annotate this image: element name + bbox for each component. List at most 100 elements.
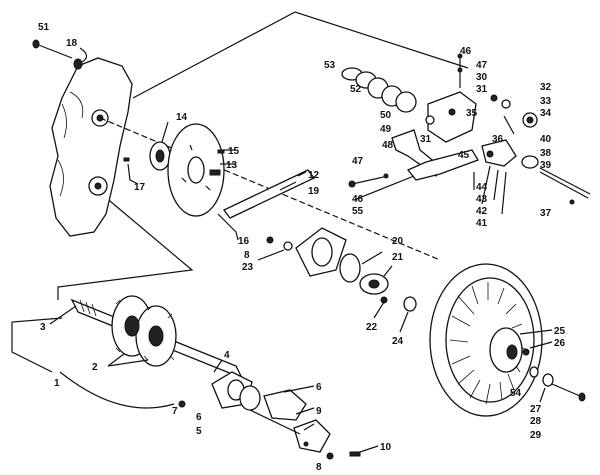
lower-bearing-assembly [59, 359, 379, 460]
shaft-39-edge [539, 171, 589, 199]
caliper-bolt-hole [448, 108, 456, 116]
key-19 [279, 181, 297, 191]
bearing-20 [339, 253, 361, 283]
lever-block-36 [481, 139, 517, 167]
callout-49: 49 [380, 124, 392, 135]
callout-17: 17 [134, 182, 146, 193]
callout-9: 9 [316, 406, 322, 417]
callout-27: 27 [530, 404, 542, 415]
callout-37: 37 [540, 208, 552, 219]
callout-42: 42 [476, 206, 488, 217]
bracket-line-left [11, 317, 63, 373]
leader-14 [161, 121, 169, 143]
leader-26 [529, 341, 553, 349]
callout-31-top: 31 [476, 84, 488, 95]
callout-52: 52 [350, 84, 362, 95]
callout-18: 18 [66, 38, 78, 49]
bolt-51-assembly [32, 39, 88, 70]
bolt-51-head [32, 39, 40, 49]
jackshaft-12 [223, 169, 315, 219]
callout-19: 19 [308, 186, 320, 197]
leader-9-top [295, 407, 315, 415]
leader-17 [127, 163, 139, 185]
callout-3: 3 [40, 322, 46, 333]
dowel-17 [123, 157, 130, 162]
leader-16 [217, 213, 239, 241]
callout-46-top: 46 [460, 46, 472, 57]
callout-33: 33 [540, 96, 552, 107]
bolt-46-lower [351, 175, 389, 185]
flange-bore [311, 237, 333, 267]
key-13 [209, 169, 221, 176]
frame-line-middle [57, 195, 194, 300]
leader-2 [107, 353, 149, 367]
bolt-hole-8 [303, 441, 309, 447]
leader-1 [59, 371, 175, 409]
leader-3 [49, 305, 77, 325]
nut-32 [501, 99, 511, 109]
callout-31-mid: 31 [420, 134, 432, 145]
callout-44: 44 [476, 182, 488, 193]
callout-2: 2 [92, 362, 98, 373]
washer-47-lower [383, 173, 389, 179]
callout-24: 24 [392, 336, 404, 347]
nut-34-center [526, 116, 534, 124]
callout-labels: 51 18 14 15 13 17 12 19 16 8 23 20 21 22… [38, 22, 566, 473]
leader-25 [519, 329, 553, 335]
brake-disc-slot-3 [205, 185, 211, 191]
leader-9 [303, 423, 315, 431]
washer-27 [542, 373, 554, 387]
flange-21-center [368, 279, 380, 289]
callout-8-lower: 8 [316, 462, 322, 473]
callout-54: 54 [510, 388, 522, 399]
caliper-housing [427, 91, 477, 143]
callout-23: 23 [242, 262, 254, 273]
callout-48: 48 [382, 140, 394, 151]
jackshaft-body [223, 169, 315, 219]
callout-7: 7 [172, 406, 178, 417]
callout-45: 45 [458, 150, 470, 161]
bearing-flange-upper [295, 227, 393, 295]
callout-47-top: 47 [476, 60, 488, 71]
sprocket-teeth [115, 299, 175, 361]
bearing-flange-9 [293, 419, 331, 453]
callout-22: 22 [366, 322, 378, 333]
brake-disc-hub [187, 156, 205, 184]
pad-50b [395, 91, 417, 113]
callout-14: 14 [176, 112, 188, 123]
pin-41 [501, 171, 507, 215]
bolt-29-shaft [551, 383, 581, 397]
bolt-29-head [578, 392, 586, 402]
pin-42 [493, 169, 499, 201]
callout-6-right: 6 [316, 382, 322, 393]
callout-25: 25 [554, 326, 566, 337]
bearing-5 [239, 385, 261, 411]
clip-45 [486, 150, 494, 158]
nut-8-lower [326, 452, 334, 460]
chaincase-housing [49, 57, 133, 237]
lower-axis-line [249, 409, 301, 435]
pulley-hub [489, 327, 523, 373]
pin-15 [217, 149, 225, 154]
callout-47-lower: 47 [352, 156, 364, 167]
callout-34: 34 [540, 108, 552, 119]
callout-39: 39 [540, 160, 552, 171]
callout-20: 20 [392, 236, 404, 247]
nut-8-upper [266, 236, 274, 244]
callout-6-left: 6 [196, 412, 202, 423]
spacer-26 [522, 348, 530, 356]
brake-lever-55 [406, 149, 479, 181]
brake-disc-slot-1 [189, 144, 193, 151]
leader-6b [283, 385, 315, 393]
drive-shaft-splines [79, 299, 97, 317]
chaincase-lower-bore-center [94, 182, 102, 190]
chaincase-shading [57, 91, 84, 197]
washer-47-top [457, 67, 463, 73]
callout-15: 15 [228, 146, 240, 157]
pulley-hub-bore [506, 344, 518, 360]
washer-24 [403, 296, 417, 312]
leader-24 [399, 311, 409, 333]
callout-1: 1 [54, 378, 60, 389]
shaft-39 [539, 167, 591, 195]
callout-38: 38 [540, 148, 552, 159]
